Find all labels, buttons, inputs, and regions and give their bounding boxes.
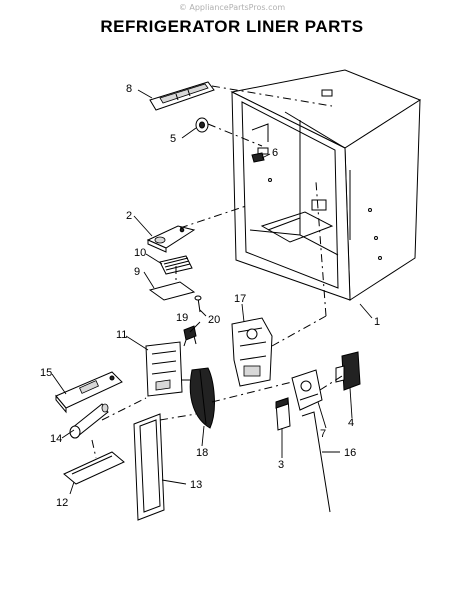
part-9-panel	[148, 281, 196, 301]
callout-numbers: 8 5 6 2 10 9 19 20 17 11 1 15 4 7 14 18 …	[40, 83, 380, 509]
part-10-grille	[159, 255, 193, 275]
watermark: © AppliancePartsPros.com	[178, 3, 286, 12]
part-8-duct-cover	[149, 81, 215, 111]
callout-2: 2	[126, 210, 132, 222]
part-6-clip	[251, 152, 265, 163]
callout-12: 12	[56, 497, 68, 509]
part-12-filter-cover	[63, 451, 125, 485]
part-17-module	[231, 317, 273, 387]
part-20-screw	[194, 295, 202, 313]
assembly-lines	[91, 85, 343, 459]
part-7-damper	[291, 369, 323, 411]
callout-15: 15	[40, 367, 52, 379]
callout-8: 8	[126, 83, 132, 95]
callout-10: 10	[134, 247, 146, 259]
diagram-title: REFRIGERATOR LINER PARTS	[100, 17, 364, 36]
part-4-switch	[335, 351, 361, 391]
callout-5: 5	[170, 133, 176, 145]
callout-11: 11	[116, 329, 127, 341]
callout-17: 17	[234, 293, 246, 305]
callout-20: 20	[208, 314, 220, 326]
part-16-rod	[301, 411, 331, 513]
callout-19: 19	[176, 312, 188, 324]
part-18-wire-harness	[189, 367, 215, 429]
part-5-fitting	[195, 117, 209, 133]
part-14-water-filter	[69, 403, 109, 439]
callout-14: 14	[50, 433, 62, 445]
leader-lines	[51, 89, 373, 495]
part-3-cover	[275, 397, 291, 431]
part-13-channel	[133, 413, 165, 521]
part-11-control-housing	[145, 341, 183, 397]
part-15-filter-housing	[55, 371, 123, 414]
part-2-housing	[146, 225, 196, 253]
callout-18: 18	[196, 447, 208, 459]
callout-4: 4	[348, 417, 354, 429]
callout-9: 9	[134, 266, 140, 278]
liner-cabinet	[230, 69, 422, 301]
callout-13: 13	[190, 479, 202, 491]
callout-1: 1	[374, 316, 380, 328]
part-19-bracket	[183, 325, 197, 347]
callout-16: 16	[344, 447, 356, 459]
callout-3: 3	[278, 459, 284, 471]
callout-6: 6	[272, 147, 278, 159]
callout-7: 7	[320, 428, 326, 440]
